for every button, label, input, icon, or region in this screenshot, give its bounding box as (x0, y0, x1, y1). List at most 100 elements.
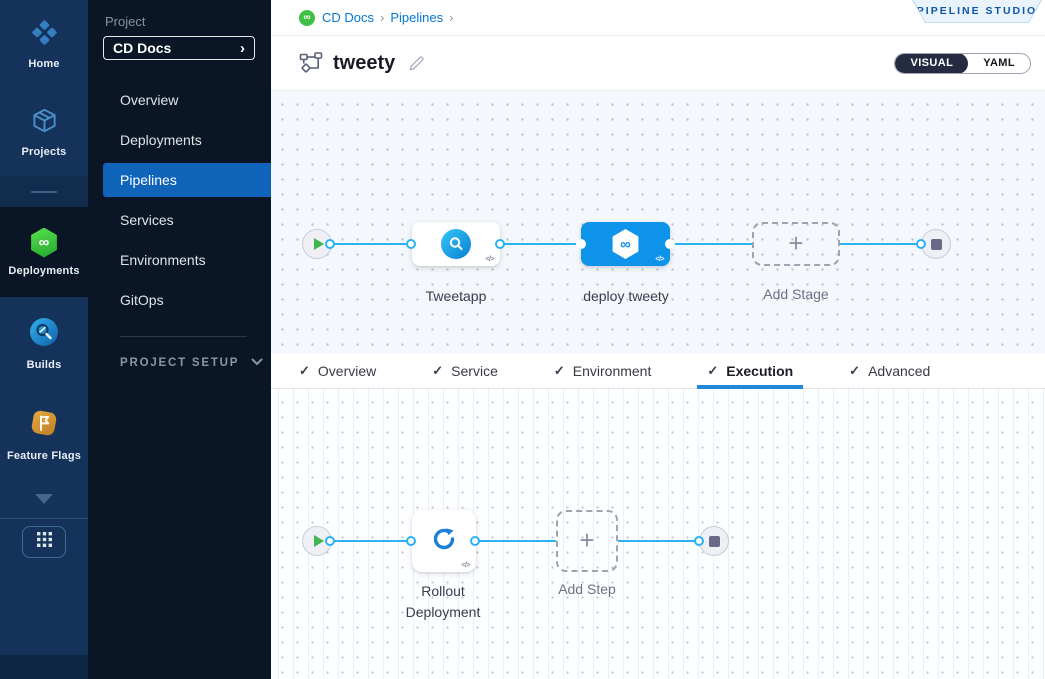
play-icon (313, 535, 324, 547)
stage-node-deploy-tweety[interactable]: ∞ </> (581, 222, 670, 266)
toggle-yaml[interactable]: YAML (983, 57, 1015, 69)
tab-label: Advanced (868, 363, 931, 379)
add-step-button[interactable]: + (556, 510, 618, 572)
stop-icon (708, 535, 720, 547)
check-icon: ✓ (707, 363, 719, 378)
tab-overview[interactable]: ✓ Overview (299, 354, 376, 388)
more-modules-button[interactable] (0, 480, 88, 518)
stage-graph-canvas[interactable]: </> ∞ </> + Tweetapp deploy tweety Add S… (271, 91, 1045, 354)
tab-label: Environment (572, 363, 652, 379)
stage-label: deploy tweety (583, 288, 669, 304)
divider (0, 518, 88, 519)
module-rail-divider-band (0, 176, 88, 207)
execution-graph-canvas[interactable]: </> + Rollout Deployment Add Step (271, 389, 1045, 679)
grid-icon (36, 532, 52, 552)
node-port[interactable] (916, 239, 926, 249)
sidebar-item-overview[interactable]: Overview (120, 92, 179, 108)
step-label: Rollout Deployment (405, 583, 481, 620)
module-item-builds[interactable]: Builds (0, 297, 88, 390)
edge (618, 540, 699, 542)
pipeline-title-row: tweety VISUAL YAML (271, 36, 1045, 91)
edge (330, 243, 411, 245)
build-stage-icon (441, 229, 471, 259)
breadcrumb: ∞ CD Docs › Pipelines › (271, 0, 1045, 36)
module-item-label: Deployments (8, 264, 80, 277)
pipeline-studio-badge-label: PIPELINE STUDIO (912, 0, 1042, 22)
node-port[interactable] (694, 536, 704, 546)
all-modules-grid-button[interactable] (22, 526, 66, 558)
rail-bottom-strip (0, 655, 88, 679)
project-sidebar: Project CD Docs › Overview Deployments P… (88, 0, 271, 679)
toggle-visual[interactable]: VISUAL (895, 53, 969, 73)
tab-service[interactable]: ✓ Service (432, 354, 498, 388)
chevron-right-icon: › (449, 10, 454, 25)
module-item-deployments[interactable]: ∞ Deployments (0, 207, 88, 297)
cd-module-icon: ∞ (299, 9, 315, 26)
stage-node-tweetapp[interactable]: </> (412, 222, 500, 266)
node-port[interactable] (406, 239, 416, 249)
edge (500, 243, 581, 245)
stage-config-tabs: ✓ Overview ✓ Service ✓ Environment ✓ Exe… (271, 354, 1045, 389)
chevron-right-icon: › (380, 10, 385, 25)
project-nav: Overview Deployments Pipelines Services … (88, 80, 271, 320)
step-node-rollout-deployment[interactable]: </> (412, 510, 476, 572)
module-item-home[interactable]: Home (0, 0, 88, 88)
edge (475, 540, 556, 542)
tab-execution[interactable]: ✓ Execution (697, 354, 803, 389)
sidebar-item-deployments[interactable]: Deployments (120, 132, 202, 148)
sidebar-item-services[interactable]: Services (120, 212, 174, 228)
sidebar-item-environments[interactable]: Environments (120, 252, 206, 268)
chevron-down-icon (251, 357, 263, 369)
add-stage-button[interactable]: + (752, 222, 840, 266)
add-stage-label: Add Stage (763, 286, 829, 302)
project-setup-toggle[interactable]: PROJECT SETUP (88, 357, 271, 369)
edge (330, 540, 411, 542)
node-port[interactable] (325, 536, 335, 546)
node-port[interactable] (576, 239, 586, 249)
node-port[interactable] (665, 239, 675, 249)
play-icon (313, 238, 324, 250)
builds-ci-icon (29, 317, 59, 352)
breadcrumb-project-link[interactable]: CD Docs (322, 10, 375, 25)
module-item-label: Feature Flags (6, 450, 82, 462)
module-item-projects[interactable]: Projects (0, 88, 88, 176)
breadcrumb-pipelines-link[interactable]: Pipelines (390, 10, 444, 25)
main-content: PIPELINE STUDIO ∞ CD Docs › Pipelines › … (271, 0, 1045, 679)
sidebar-item-pipelines[interactable]: Pipelines (103, 163, 271, 197)
node-port[interactable] (470, 536, 480, 546)
project-setup-label: PROJECT SETUP (120, 357, 240, 369)
visual-yaml-toggle[interactable]: VISUAL YAML (894, 52, 1031, 74)
deployments-cd-icon: ∞ (31, 227, 57, 258)
module-item-label: Builds (26, 358, 62, 371)
project-selector[interactable]: CD Docs › (103, 36, 255, 60)
feature-flags-icon (29, 408, 59, 443)
node-port[interactable] (495, 239, 505, 249)
infinity-icon: ∞ (620, 235, 631, 253)
pipeline-graph-icon (299, 52, 323, 74)
edit-pencil-icon[interactable] (407, 54, 426, 73)
stage-label: Tweetapp (425, 288, 487, 304)
rollout-deployment-icon (430, 525, 458, 558)
code-icon: </> (485, 256, 494, 263)
projects-cube-icon (31, 107, 58, 139)
module-item-feature-flags[interactable]: Feature Flags (0, 390, 88, 480)
edge (670, 243, 752, 245)
pipeline-studio-badge: PIPELINE STUDIO (912, 0, 1042, 23)
tab-label: Overview (317, 363, 377, 379)
tab-advanced[interactable]: ✓ Advanced (849, 354, 930, 388)
divider-line (31, 190, 57, 193)
chevron-right-icon: › (240, 39, 245, 57)
plus-icon: + (788, 227, 804, 258)
node-port[interactable] (325, 239, 335, 249)
check-icon: ✓ (432, 363, 444, 378)
tab-environment[interactable]: ✓ Environment (554, 354, 652, 388)
execution-end-node[interactable] (699, 526, 729, 556)
project-section-label: Project (105, 14, 146, 29)
code-icon: </> (655, 256, 664, 263)
code-icon: </> (461, 562, 470, 569)
node-port[interactable] (406, 536, 416, 546)
check-icon: ✓ (849, 363, 861, 378)
chevron-down-icon (35, 494, 53, 504)
divider (120, 336, 247, 337)
sidebar-item-gitops[interactable]: GitOps (120, 292, 164, 308)
